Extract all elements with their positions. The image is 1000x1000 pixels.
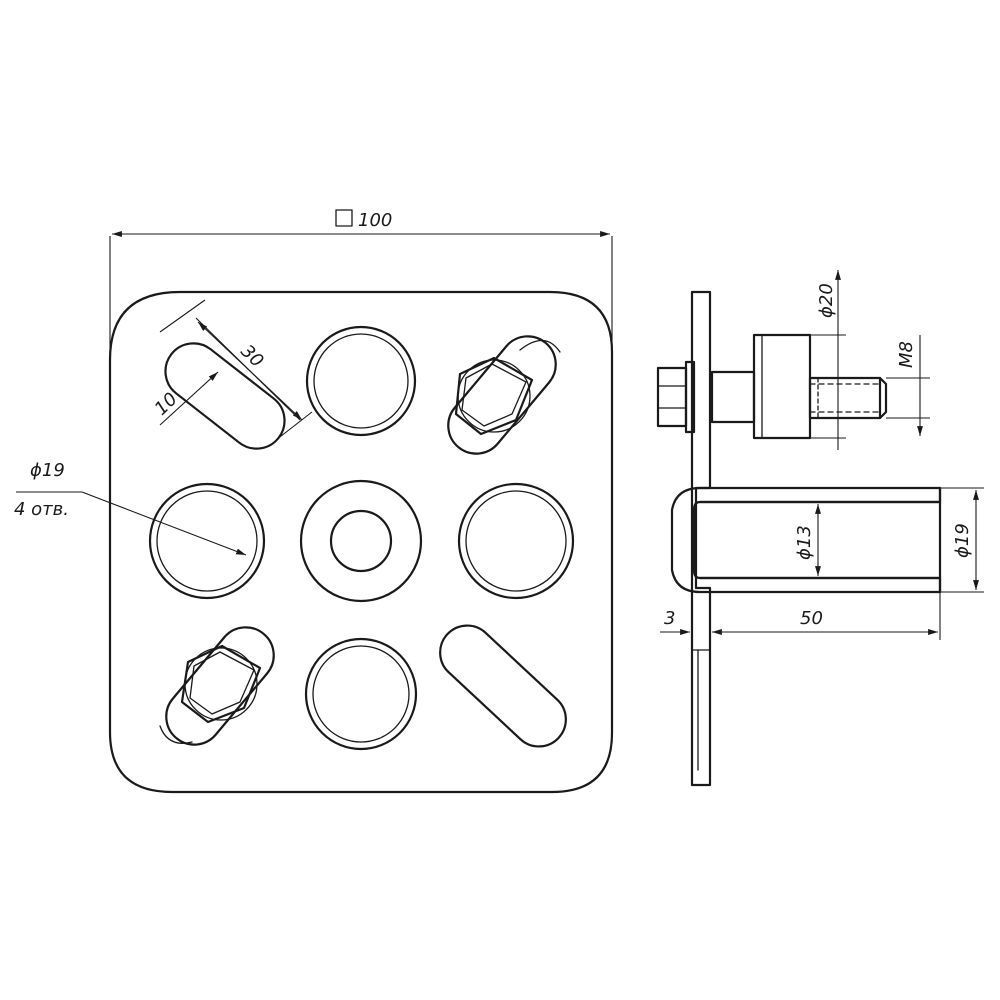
hole-count-label: 4 отв.: [14, 499, 69, 520]
side-view: ϕ20 M8 ϕ13 ϕ19: [656, 270, 984, 787]
hole-middle-left: [148, 482, 266, 600]
hole-dimension: ϕ19 4 отв.: [14, 460, 247, 556]
bore-inner-label: ϕ13: [794, 525, 815, 560]
flange-dim: ϕ20: [810, 270, 846, 450]
square-symbol-icon: [335, 209, 353, 227]
front-view: 100 30 10: [14, 209, 614, 794]
hole-dia-label: ϕ19: [30, 460, 65, 481]
slot-length-label: 30: [236, 341, 267, 372]
bore-outer-dim: ϕ19: [940, 487, 984, 593]
plate-size-label: 100: [358, 210, 392, 231]
side-sleeve: [670, 486, 942, 594]
side-bolt-head: [656, 360, 696, 434]
bore-outer-label: ϕ19: [952, 523, 973, 558]
length-dims: 3 50: [660, 592, 941, 640]
hole-middle-right: [457, 482, 575, 600]
side-plate: [690, 290, 712, 787]
plate-size-dimension: 100: [109, 209, 613, 352]
sleeve-length-label: 50: [800, 608, 823, 629]
slot-top-left: [164, 342, 286, 450]
slot-bottom-right: [439, 624, 567, 748]
slot-bottom-left: [165, 626, 275, 746]
bore-inner-dim: ϕ13: [794, 504, 821, 576]
thread-label: M8: [896, 341, 917, 368]
plate-thickness-label: 3: [664, 608, 675, 629]
hole-bottom-center: [304, 637, 418, 751]
hex-bolt-bottom-left: [159, 644, 262, 744]
slot-top-right: [447, 335, 557, 455]
hex-bolt-top-right: [454, 339, 561, 436]
side-stud: [710, 333, 888, 440]
thread-dim: M8: [886, 335, 930, 436]
plate-outline: [108, 290, 614, 794]
center-boss: [299, 479, 423, 603]
hole-top-center: [305, 325, 417, 437]
flange-dia-label: ϕ20: [816, 283, 837, 318]
slot-dimensions: 30 10: [151, 299, 313, 441]
